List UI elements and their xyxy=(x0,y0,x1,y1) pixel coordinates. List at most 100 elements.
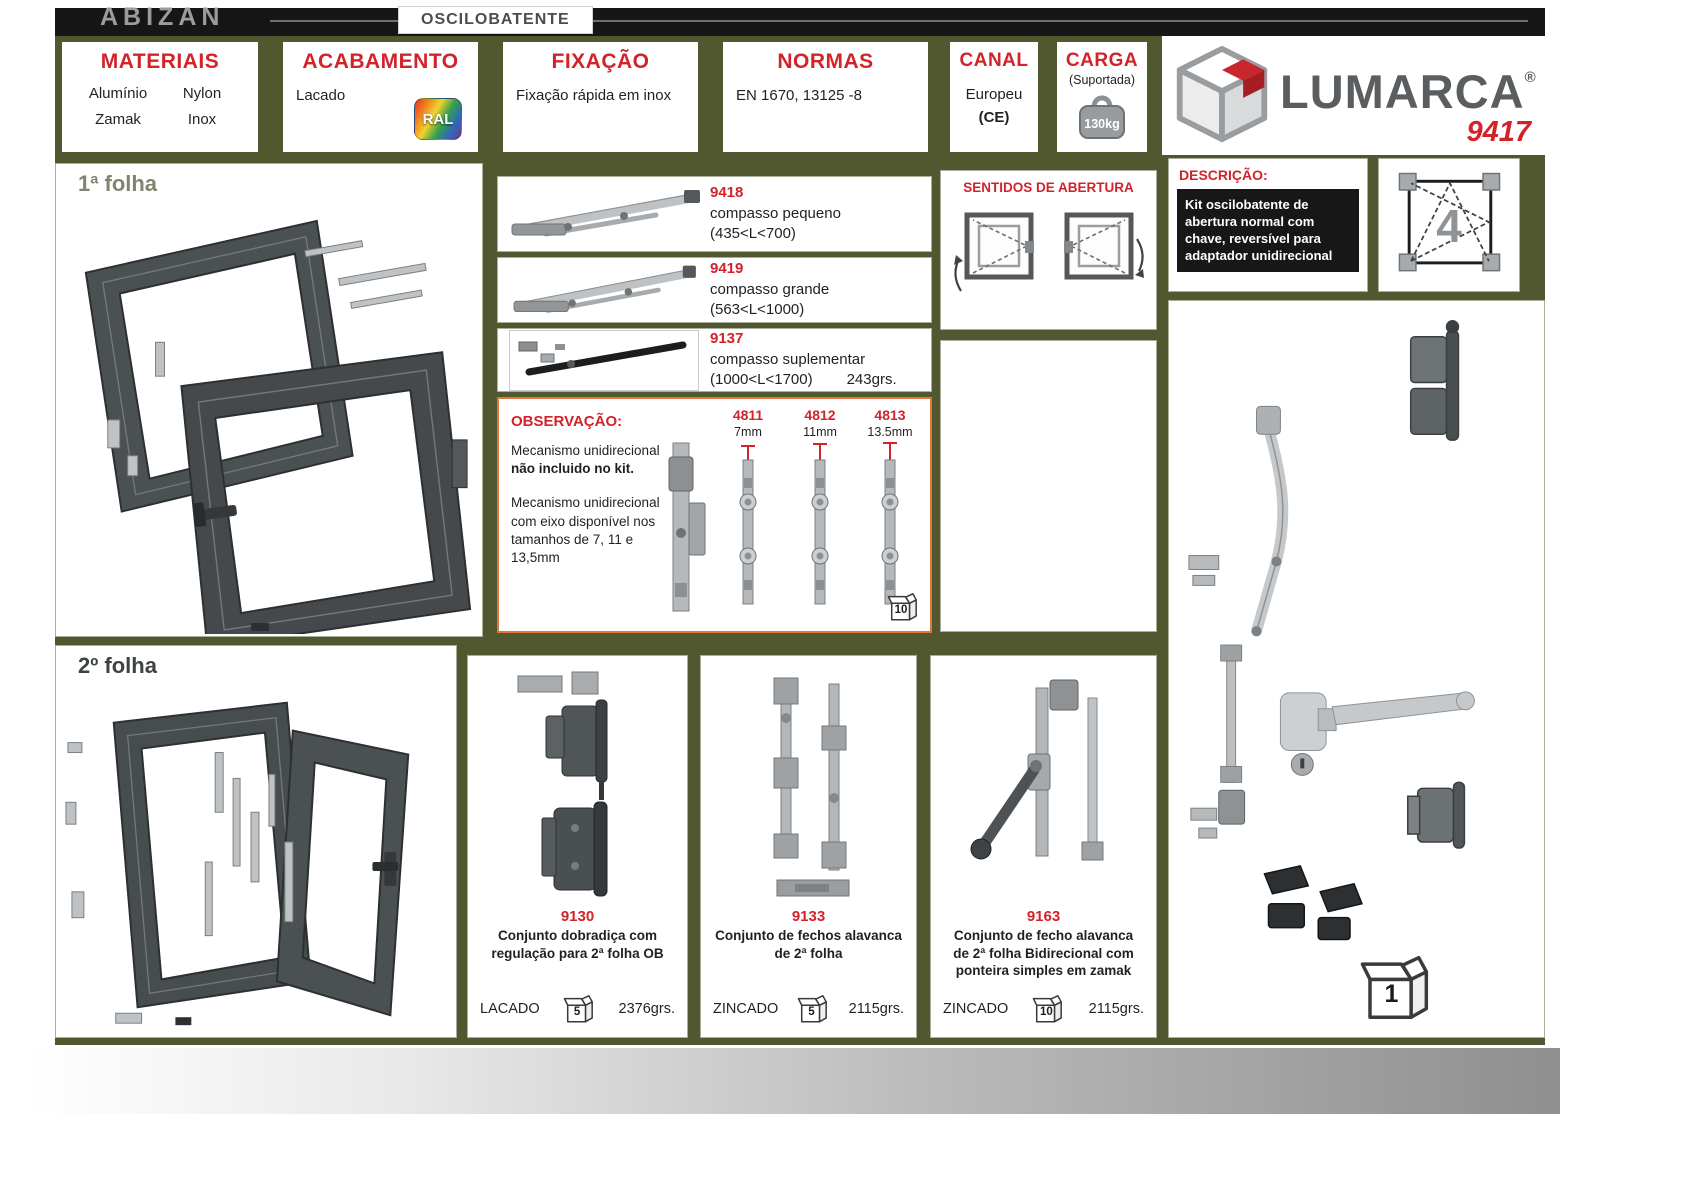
opening-direction-diagram-left xyxy=(953,212,1034,292)
logo-block: LUMARCA® 9417 xyxy=(1162,36,1545,155)
description-panel: DESCRIÇÃO: Kit oscilobatente de abertura… xyxy=(1168,158,1368,292)
product-code: 9419 xyxy=(710,259,744,277)
variant-code: 4812 xyxy=(804,407,836,423)
opening-schematic-panel: 4 xyxy=(1378,158,1520,292)
finish-value: Lacado xyxy=(296,87,346,104)
mechanism-variant-image xyxy=(881,442,899,605)
product-kit-lever-set: 9163 Conjunto de fecho alavanca de 2ª fo… xyxy=(930,655,1157,1038)
box-quantity-value: 5 xyxy=(808,1006,815,1018)
product-description: Conjunto de fecho alavanca de 2ª folha B… xyxy=(953,928,1134,979)
product-weight: 2115grs. xyxy=(848,1001,904,1017)
ral-color-icon: RAL xyxy=(414,98,462,140)
kit-lever-image xyxy=(970,679,1104,861)
finish-label: ZINCADO xyxy=(713,1001,779,1017)
description-title: DESCRIÇÃO: xyxy=(1179,167,1268,183)
top-bar: ABIZAN OSCILOBATENTE xyxy=(55,3,1545,36)
mechanism-variant: 4812 11mm xyxy=(785,407,855,615)
fixing-value: Fixação rápida em inox xyxy=(516,87,672,104)
observation-note-1: Mecanismo unidirecional não incluido no … xyxy=(511,442,661,478)
material-item: Zamak xyxy=(95,111,141,128)
variant-code: 4811 xyxy=(732,407,764,423)
product-name: compasso grande xyxy=(710,280,830,298)
exploded-window-diagram-2 xyxy=(65,701,410,1026)
kit-lock-image xyxy=(773,677,849,897)
variant-size: 7mm xyxy=(734,425,762,439)
box-quantity-value: 1 xyxy=(1384,980,1399,1008)
product-name: compasso pequeno xyxy=(710,204,841,222)
panel-first-leaf: 1ª folha xyxy=(55,163,483,637)
spec-fixing: FIXAÇÃO Fixação rápida em inox xyxy=(503,42,698,152)
observation-note-normal: Mecanismo unidirecional xyxy=(511,443,660,458)
box-quantity-icon: 5 xyxy=(796,993,830,1025)
mechanism-variant-image xyxy=(739,445,757,605)
product-range: (435<L<700) xyxy=(710,225,796,243)
mechanism-variant-image xyxy=(811,443,829,605)
opening-directions-title: SENTIDOS DE ABERTURA xyxy=(963,180,1134,195)
variant-size: 13.5mm xyxy=(867,425,913,439)
spec-load-title: CARGA xyxy=(1065,50,1139,71)
spec-load: CARGA (Suportada) 130kg xyxy=(1057,42,1147,152)
mechanism-variant: 4811 7mm xyxy=(713,407,783,615)
box-quantity-icon: 1 xyxy=(1357,951,1435,1025)
box-quantity-icon: 10 xyxy=(1031,993,1065,1025)
standards-value: EN 1670, 13125 -8 xyxy=(736,87,862,104)
registered-mark: ® xyxy=(1524,69,1537,86)
finish-label: ZINCADO xyxy=(943,1001,1009,1017)
bottom-gradient-bar xyxy=(28,1048,1560,1114)
description-text: Kit oscilobatente de abertura normal com… xyxy=(1177,189,1359,272)
observation-box: OBSERVAÇÃO: Mecanismo unidirecional não … xyxy=(497,397,932,633)
spec-materials-title: MATERIAIS xyxy=(100,50,220,73)
variant-code: 4813 xyxy=(874,407,906,423)
compass-small-image xyxy=(498,182,710,246)
brand-logo: ABIZAN xyxy=(100,3,225,31)
kit-components-panel: 1 xyxy=(1168,300,1545,1038)
spec-finish: ACABAMENTO Lacado RAL xyxy=(283,42,478,152)
product-kit-hinge-set: 9130 Conjunto dobradiça com regulação pa… xyxy=(467,655,688,1038)
mechanism-main-image xyxy=(668,442,706,612)
schematic-number: 4 xyxy=(1436,200,1462,252)
channel-cert: (CE) xyxy=(978,109,1010,126)
page-title: OSCILOBATENTE xyxy=(398,6,593,34)
opening-directions-panel: SENTIDOS DE ABERTURA xyxy=(940,170,1157,330)
opening-schematic-diagram xyxy=(1398,172,1501,272)
compass-supplementary-image xyxy=(498,329,710,391)
exploded-window-diagram-1 xyxy=(84,219,472,634)
product-weight: 243grs. xyxy=(846,371,897,389)
materials-list: Alumínio Nylon Zamak Inox xyxy=(62,74,258,128)
box-quantity-value: 5 xyxy=(573,1006,581,1018)
box-quantity-value: 10 xyxy=(894,604,908,616)
product-code: 9133 xyxy=(791,908,826,925)
load-subtitle: (Suportada) xyxy=(1068,73,1135,87)
product-weight: 2376grs. xyxy=(618,1001,675,1017)
product-description: Conjunto dobradiça com regulação para 2ª… xyxy=(491,928,664,961)
empty-panel xyxy=(940,340,1157,632)
model-number: 9417 xyxy=(1466,116,1531,148)
product-compass-supplementary: 9137 compasso suplementar (1000<L<1700)2… xyxy=(497,328,932,392)
brand-name: LUMARCA® xyxy=(1280,64,1537,119)
compass-large-image xyxy=(498,260,710,320)
product-description: Conjunto de fechos alavanca de 2ª folha xyxy=(715,928,902,961)
product-kit-lock-set: 9133 Conjunto de fechos alavanca de 2ª f… xyxy=(700,655,917,1038)
product-compass-large: 9419 compasso grande (563<L<1000) xyxy=(497,257,932,323)
observation-note-bold: não incluido no kit. xyxy=(511,461,634,477)
product-code: 9163 xyxy=(1026,908,1061,925)
spec-standards-title: NORMAS xyxy=(777,50,874,73)
spec-finish-title: ACABAMENTO xyxy=(302,50,459,73)
box-quantity-icon: 10 xyxy=(886,591,920,623)
top-bar-rule xyxy=(270,20,1528,22)
product-code: 9137 xyxy=(710,329,744,347)
spec-materials: MATERIAIS Alumínio Nylon Zamak Inox xyxy=(62,42,258,152)
kit-hinge-image xyxy=(517,671,607,897)
observation-note-2: Mecanismo unidirecional com eixo disponí… xyxy=(511,495,660,566)
panel-second-leaf: 2º folha xyxy=(55,645,457,1038)
material-item: Nylon xyxy=(182,85,222,102)
product-weight: 2115grs. xyxy=(1088,1001,1144,1017)
load-value: 130kg xyxy=(1084,117,1120,131)
box-quantity-value: 10 xyxy=(1040,1006,1053,1018)
product-code: 9418 xyxy=(710,183,744,201)
material-item: Inox xyxy=(187,111,217,128)
mechanism-variant: 4813 13.5mm xyxy=(855,407,925,615)
product-range: (563<L<1000) xyxy=(710,301,805,319)
second-leaf-label: 2º folha xyxy=(78,653,157,678)
